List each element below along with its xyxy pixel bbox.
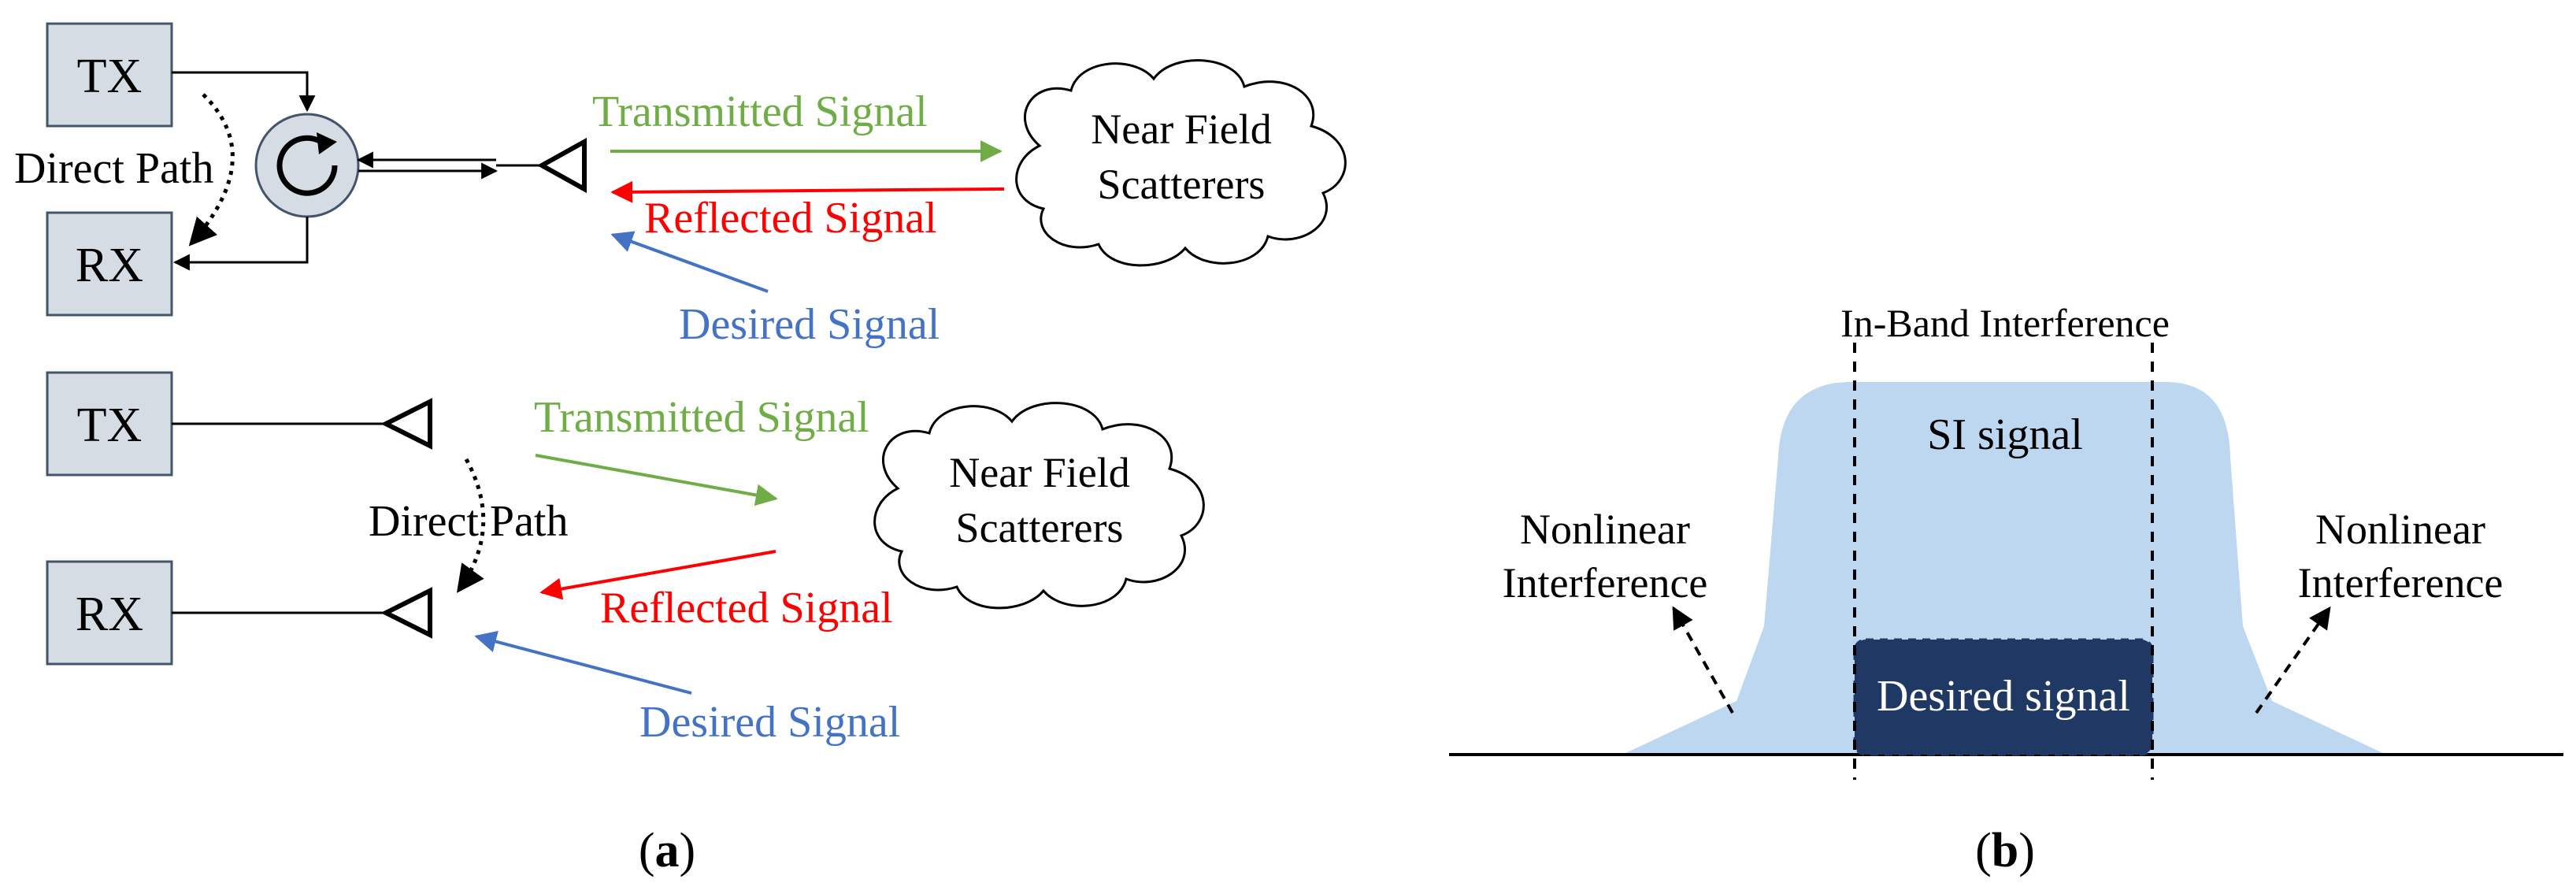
tx-antenna-icon-bottom (380, 398, 432, 450)
reflected-label-top: Reflected Signal (644, 194, 937, 243)
direct-path-label-top: Direct Path (14, 144, 213, 193)
tx-box-top (46, 22, 173, 128)
scatterers-line2-top: Scatterers (1098, 161, 1266, 208)
tx-label-bottom: TX (77, 399, 143, 452)
circulator (254, 113, 360, 218)
in-band-label: In-Band Interference (1840, 301, 2170, 345)
rx-box-top (46, 211, 173, 317)
tx-label-top: TX (77, 50, 143, 103)
transmitted-label-bottom: Transmitted Signal (534, 393, 869, 442)
desired-signal-label: Desired signal (1877, 672, 2130, 721)
nonlinear-left-line2: Interference (1503, 559, 1708, 607)
scatterers-cloud-top (1015, 59, 1347, 267)
panel-a-bottom: TX RX Direct Path Transmitted Signal Ref… (46, 371, 1205, 747)
desired-arrow-bottom (474, 630, 692, 695)
reflected-arrow-bottom (539, 550, 777, 600)
reflected-arrow-top (610, 180, 1005, 203)
circulator-arrow-icon (276, 135, 338, 196)
si-signal-shape (1622, 382, 2386, 755)
tx-to-circulator-line (172, 71, 316, 113)
reflected-label-bottom: Reflected Signal (600, 584, 893, 632)
direct-path-label-bottom: Direct Path (369, 497, 568, 546)
desired-arrow-top (610, 231, 769, 293)
nonlinear-right-line2: Interference (2298, 559, 2504, 607)
scatterers-cloud-bottom (873, 402, 1205, 610)
circulator-to-rx-line (172, 217, 309, 271)
nonlinear-left-line1: Nonlinear (1520, 506, 1690, 553)
rx-antenna-icon-bottom (380, 587, 432, 639)
nonlinear-right-line1: Nonlinear (2315, 506, 2485, 553)
scatterers-line2-bottom: Scatterers (956, 504, 1124, 551)
panel-b: Desired signal In-Band Interference SI s… (1449, 301, 2563, 780)
nonlinear-right-arrow (2255, 606, 2331, 714)
transmitted-label-top: Transmitted Signal (592, 87, 928, 136)
scatterers-line1-bottom: Near Field (949, 449, 1129, 496)
caption-a: (a) (639, 824, 695, 877)
panel-a-top: TX RX Direct Path Transmitted Signal Ref… (14, 22, 1347, 349)
desired-label-bottom: Desired Signal (639, 698, 900, 747)
si-signal-label: SI signal (1927, 410, 2083, 459)
direct-path-arrow-top (188, 93, 235, 247)
antenna-icon-top (536, 137, 587, 194)
scatterers-line1-top: Near Field (1091, 106, 1271, 153)
rx-label-bottom: RX (76, 588, 143, 641)
desired-label-top: Desired Signal (679, 300, 940, 349)
rx-box-bottom (46, 560, 173, 666)
transmitted-arrow-bottom (535, 454, 778, 506)
desired-signal-box (1853, 638, 2154, 756)
caption-b: (b) (1975, 824, 2035, 877)
rx-label-top: RX (76, 239, 143, 292)
nonlinear-left-arrow (1672, 606, 1734, 714)
